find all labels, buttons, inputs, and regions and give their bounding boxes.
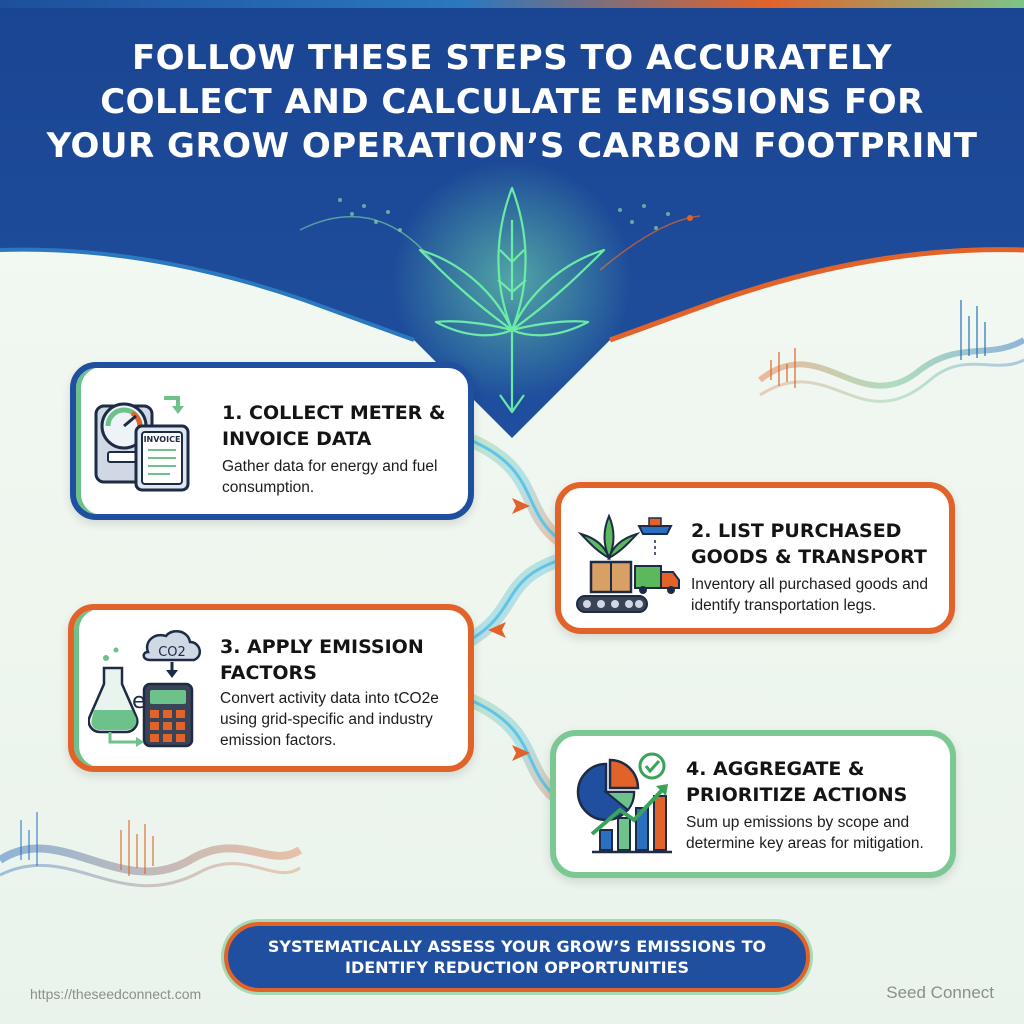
invoice-label: INVOICE [144,435,181,444]
e-label: e [132,689,146,714]
aggregate-chart-icon [576,752,672,854]
page-title: FOLLOW THESE STEPS TO ACCURATELY COLLECT… [46,38,978,166]
emission-factor-icon: CO2 e [88,629,202,748]
top-accent-strip [0,0,1024,8]
step-1-description: Gather data for energy and fuel consumpt… [222,458,438,496]
co2-label: CO2 [158,645,186,660]
step-3-description: Convert activity data into tCO2e using g… [220,690,439,749]
meter-invoice-icon: INVOICE [94,396,190,492]
website-url[interactable]: https://theseedconnect.com [30,986,202,1002]
step-2-title: 2. LIST PURCHASED GOODS & TRANSPORT [691,520,927,568]
step-4-description: Sum up emissions by scope and determine … [686,814,924,852]
step-2-description: Inventory all purchased goods and identi… [691,576,928,614]
step-4-title: 4. AGGREGATE & PRIORITIZE ACTIONS [686,758,908,806]
goods-transport-icon [576,513,680,613]
step-3-title: 3. APPLY EMISSION FACTORS [220,636,424,684]
summary-banner: SYSTEMATICALLY ASSESS YOUR GROW’S EMISSI… [224,922,810,992]
step-card-2: 2. LIST PURCHASED GOODS & TRANSPORT Inve… [555,482,955,634]
brand-name: Seed Connect [886,983,994,1002]
step-card-1: INVOICE 1. COLLECT METER & INVOICE DATA … [70,362,474,520]
step-1-title: 1. COLLECT METER & INVOICE DATA [222,402,446,450]
step-card-4: 4. AGGREGATE & PRIORITIZE ACTIONS Sum up… [550,730,956,878]
step-card-3: CO2 e 3. APPLY EMISSION FACTORS Convert … [68,604,474,772]
